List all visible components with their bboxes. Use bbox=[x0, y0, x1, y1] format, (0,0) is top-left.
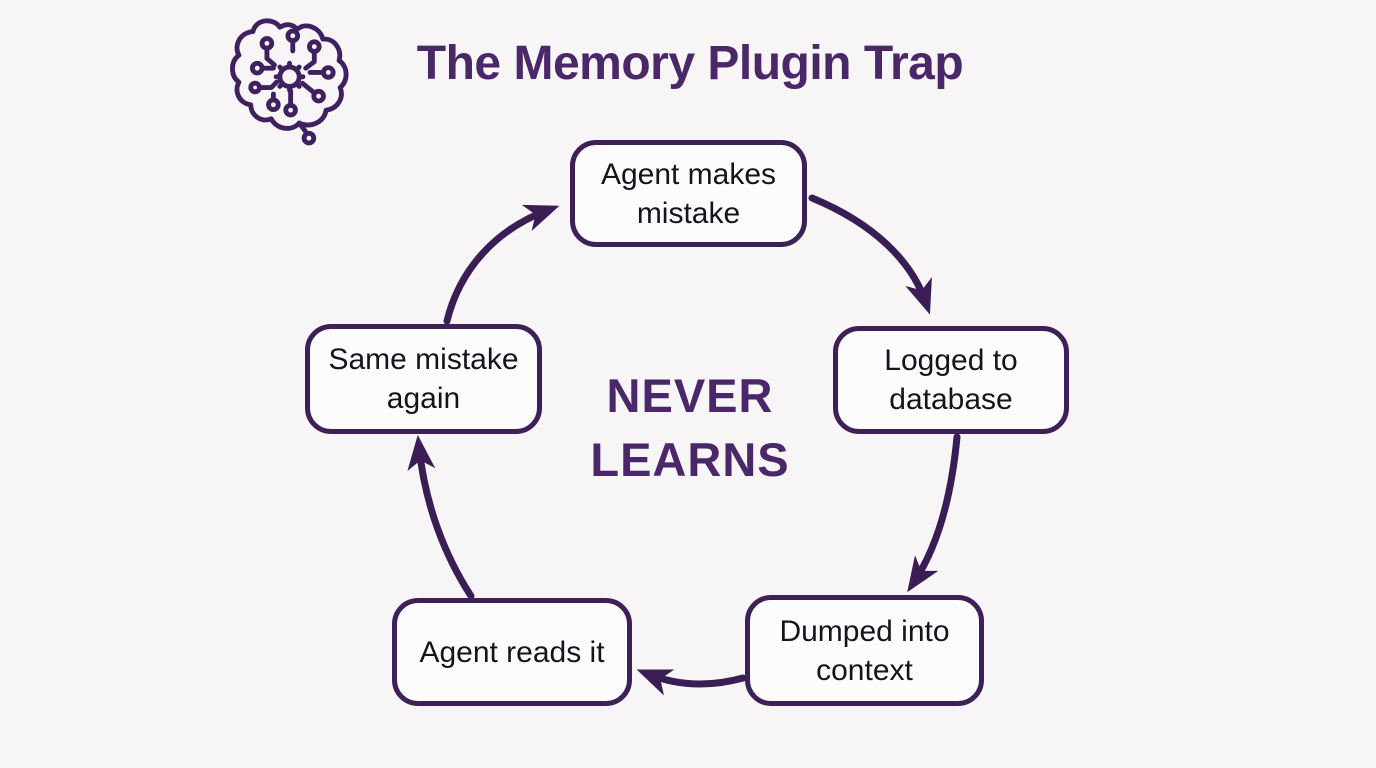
edge-logged-to-dumped bbox=[907, 433, 961, 593]
node-agent-reads-it: Agent reads it bbox=[392, 598, 632, 706]
center-label: NEVER LEARNS bbox=[590, 369, 790, 487]
node-dumped-into-context: Dumped into context bbox=[745, 595, 984, 706]
circuit-brain-icon bbox=[230, 18, 349, 146]
node-label: Logged to database bbox=[884, 344, 1018, 416]
node-agent-makes-mistake: Agent makes mistake bbox=[570, 140, 807, 247]
edge-same-to-mistake bbox=[443, 204, 560, 325]
node-same-mistake-again: Same mistake again bbox=[305, 324, 542, 434]
edge-reads-to-same bbox=[407, 434, 475, 600]
node-logged-to-database: Logged to database bbox=[833, 326, 1069, 434]
node-label: Agent makes mistake bbox=[600, 157, 777, 230]
node-label: Same mistake again bbox=[328, 343, 519, 415]
node-label: Agent reads it bbox=[419, 635, 605, 669]
edge-mistake-to-logged bbox=[808, 194, 932, 315]
edge-dumped-to-reads bbox=[636, 669, 747, 696]
page-title: The Memory Plugin Trap bbox=[416, 37, 964, 90]
node-label: Dumped into context bbox=[779, 614, 950, 687]
